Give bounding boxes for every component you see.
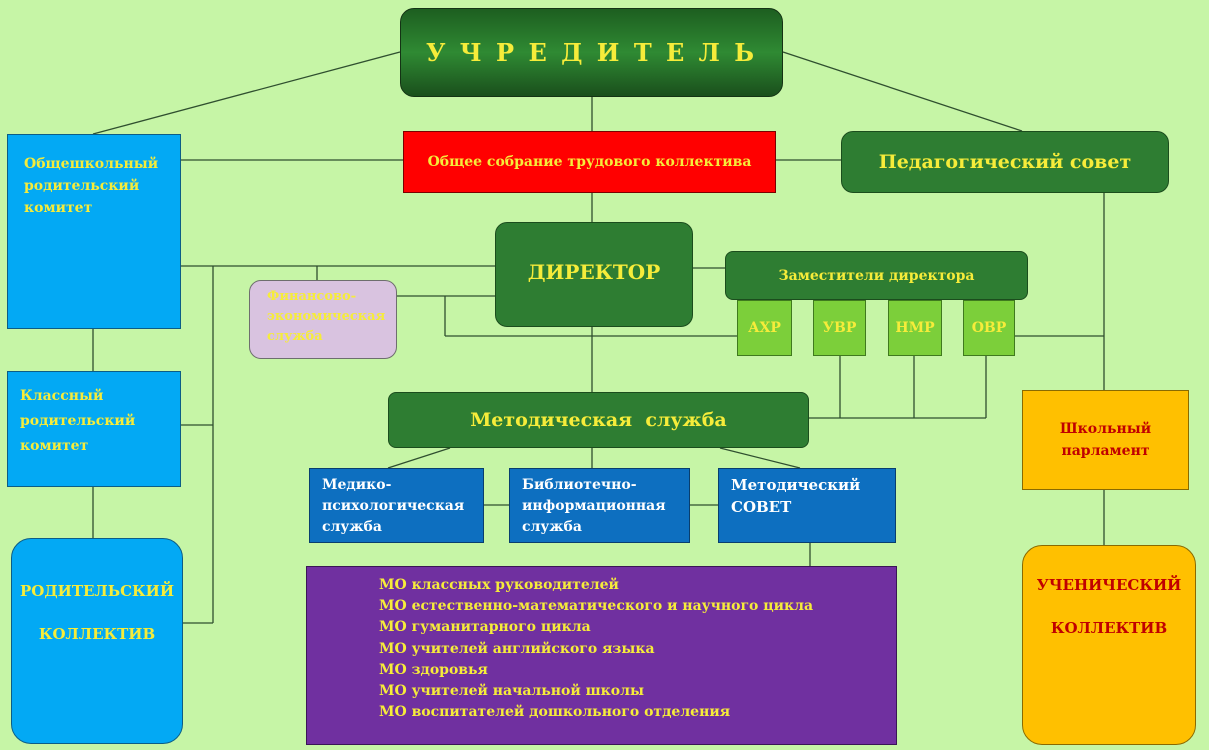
general-meeting-box: Общее собрание трудового коллектива [403, 131, 776, 193]
mo-list-item: МО естественно-математического и научног… [379, 598, 814, 615]
pedagogical-council-label: Педагогический совет [878, 151, 1132, 173]
methodical-service-label: Методическая служба [470, 409, 727, 431]
school-parliament-line-2: парламент [1061, 443, 1150, 459]
parent-collective-box: РОДИТЕЛЬСКИЙ КОЛЛЕКТИВ [11, 538, 183, 744]
mo-list-box: МО классных руководителей МО естественно… [306, 566, 897, 745]
finance-service-line-3: служба [267, 329, 323, 344]
founder-label: У Ч Р Е Д И Т Е Л Ь [425, 38, 758, 67]
general-meeting-label: Общее собрание трудового коллектива [427, 154, 752, 170]
school-parliament-line-1: Школьный [1059, 421, 1152, 437]
mo-list-item: МО здоровья [379, 661, 488, 678]
finance-service-line-1: Финансово- [267, 289, 357, 304]
deputies-label: Заместители директора [778, 267, 975, 284]
student-collective-box: УЧЕНИЧЕСКИЙ КОЛЛЕКТИВ [1022, 545, 1196, 745]
finance-service-line-2: экономическая [267, 309, 386, 324]
student-collective-line-2: КОЛЛЕКТИВ [1050, 619, 1168, 637]
parent-collective-line-2: КОЛЛЕКТИВ [38, 625, 156, 643]
director-box: ДИРЕКТОР [495, 222, 693, 327]
deputy-unit-uvr-label: УВР [822, 320, 857, 336]
deputy-unit-ahr-label: АХР [748, 320, 781, 336]
class-parent-committee-box: Классный родительский комитет [7, 371, 181, 487]
deputy-unit-nmr: НМР [888, 300, 942, 356]
library-service-line-1: Библиотечно- [522, 477, 637, 493]
methodical-council-line-2: СОВЕТ [731, 498, 792, 516]
methodical-service-box: Методическая служба [388, 392, 809, 448]
school-parent-committee-line-3: комитет [24, 200, 93, 216]
deputy-unit-ovr-label: ОВР [971, 320, 1007, 336]
methodical-council-box: Методический СОВЕТ [718, 468, 896, 543]
school-parent-committee-line-2: родительский [24, 178, 140, 194]
pedagogical-council-box: Педагогический совет [841, 131, 1169, 193]
medical-service-line-1: Медико- [322, 477, 392, 493]
methodical-council-line-1: Методический [731, 476, 861, 494]
medical-service-line-2: психологическая [322, 498, 465, 514]
library-service-line-2: информационная [522, 498, 666, 514]
deputy-unit-ovr: ОВР [963, 300, 1015, 356]
library-service-box: Библиотечно- информационная служба [509, 468, 690, 543]
mo-list-item: МО классных руководителей [379, 577, 619, 593]
medical-service-line-3: служба [322, 519, 382, 535]
class-parent-committee-line-2: родительский [20, 413, 136, 429]
school-parent-committee-box: Общешкольный родительский комитет [7, 134, 181, 329]
finance-service-box: Финансово- экономическая служба [249, 280, 397, 359]
deputy-unit-uvr: УВР [813, 300, 866, 356]
class-parent-committee-line-3: комитет [20, 438, 89, 454]
school-parliament-box: Школьный парламент [1022, 390, 1189, 490]
mo-list-item: МО воспитателей дошкольного отделения [379, 704, 731, 721]
mo-list-item: МО учителей английского языка [379, 640, 655, 657]
founder-box: У Ч Р Е Д И Т Е Л Ь [400, 8, 783, 97]
class-parent-committee-line-1: Классный [20, 388, 104, 404]
deputy-unit-nmr-label: НМР [895, 320, 935, 336]
mo-list-item: МО гуманитарного цикла [379, 619, 591, 636]
deputy-unit-ahr: АХР [737, 300, 792, 356]
deputies-box: Заместители директора [725, 251, 1028, 300]
medical-service-box: Медико- психологическая служба [309, 468, 484, 543]
school-parent-committee-line-1: Общешкольный [24, 156, 159, 172]
student-collective-line-1: УЧЕНИЧЕСКИЙ [1036, 576, 1182, 594]
mo-list-item: МО учителей начальной школы [379, 683, 645, 700]
director-label: ДИРЕКТОР [527, 260, 661, 284]
parent-collective-line-1: РОДИТЕЛЬСКИЙ [19, 582, 175, 600]
library-service-line-3: служба [522, 519, 582, 535]
